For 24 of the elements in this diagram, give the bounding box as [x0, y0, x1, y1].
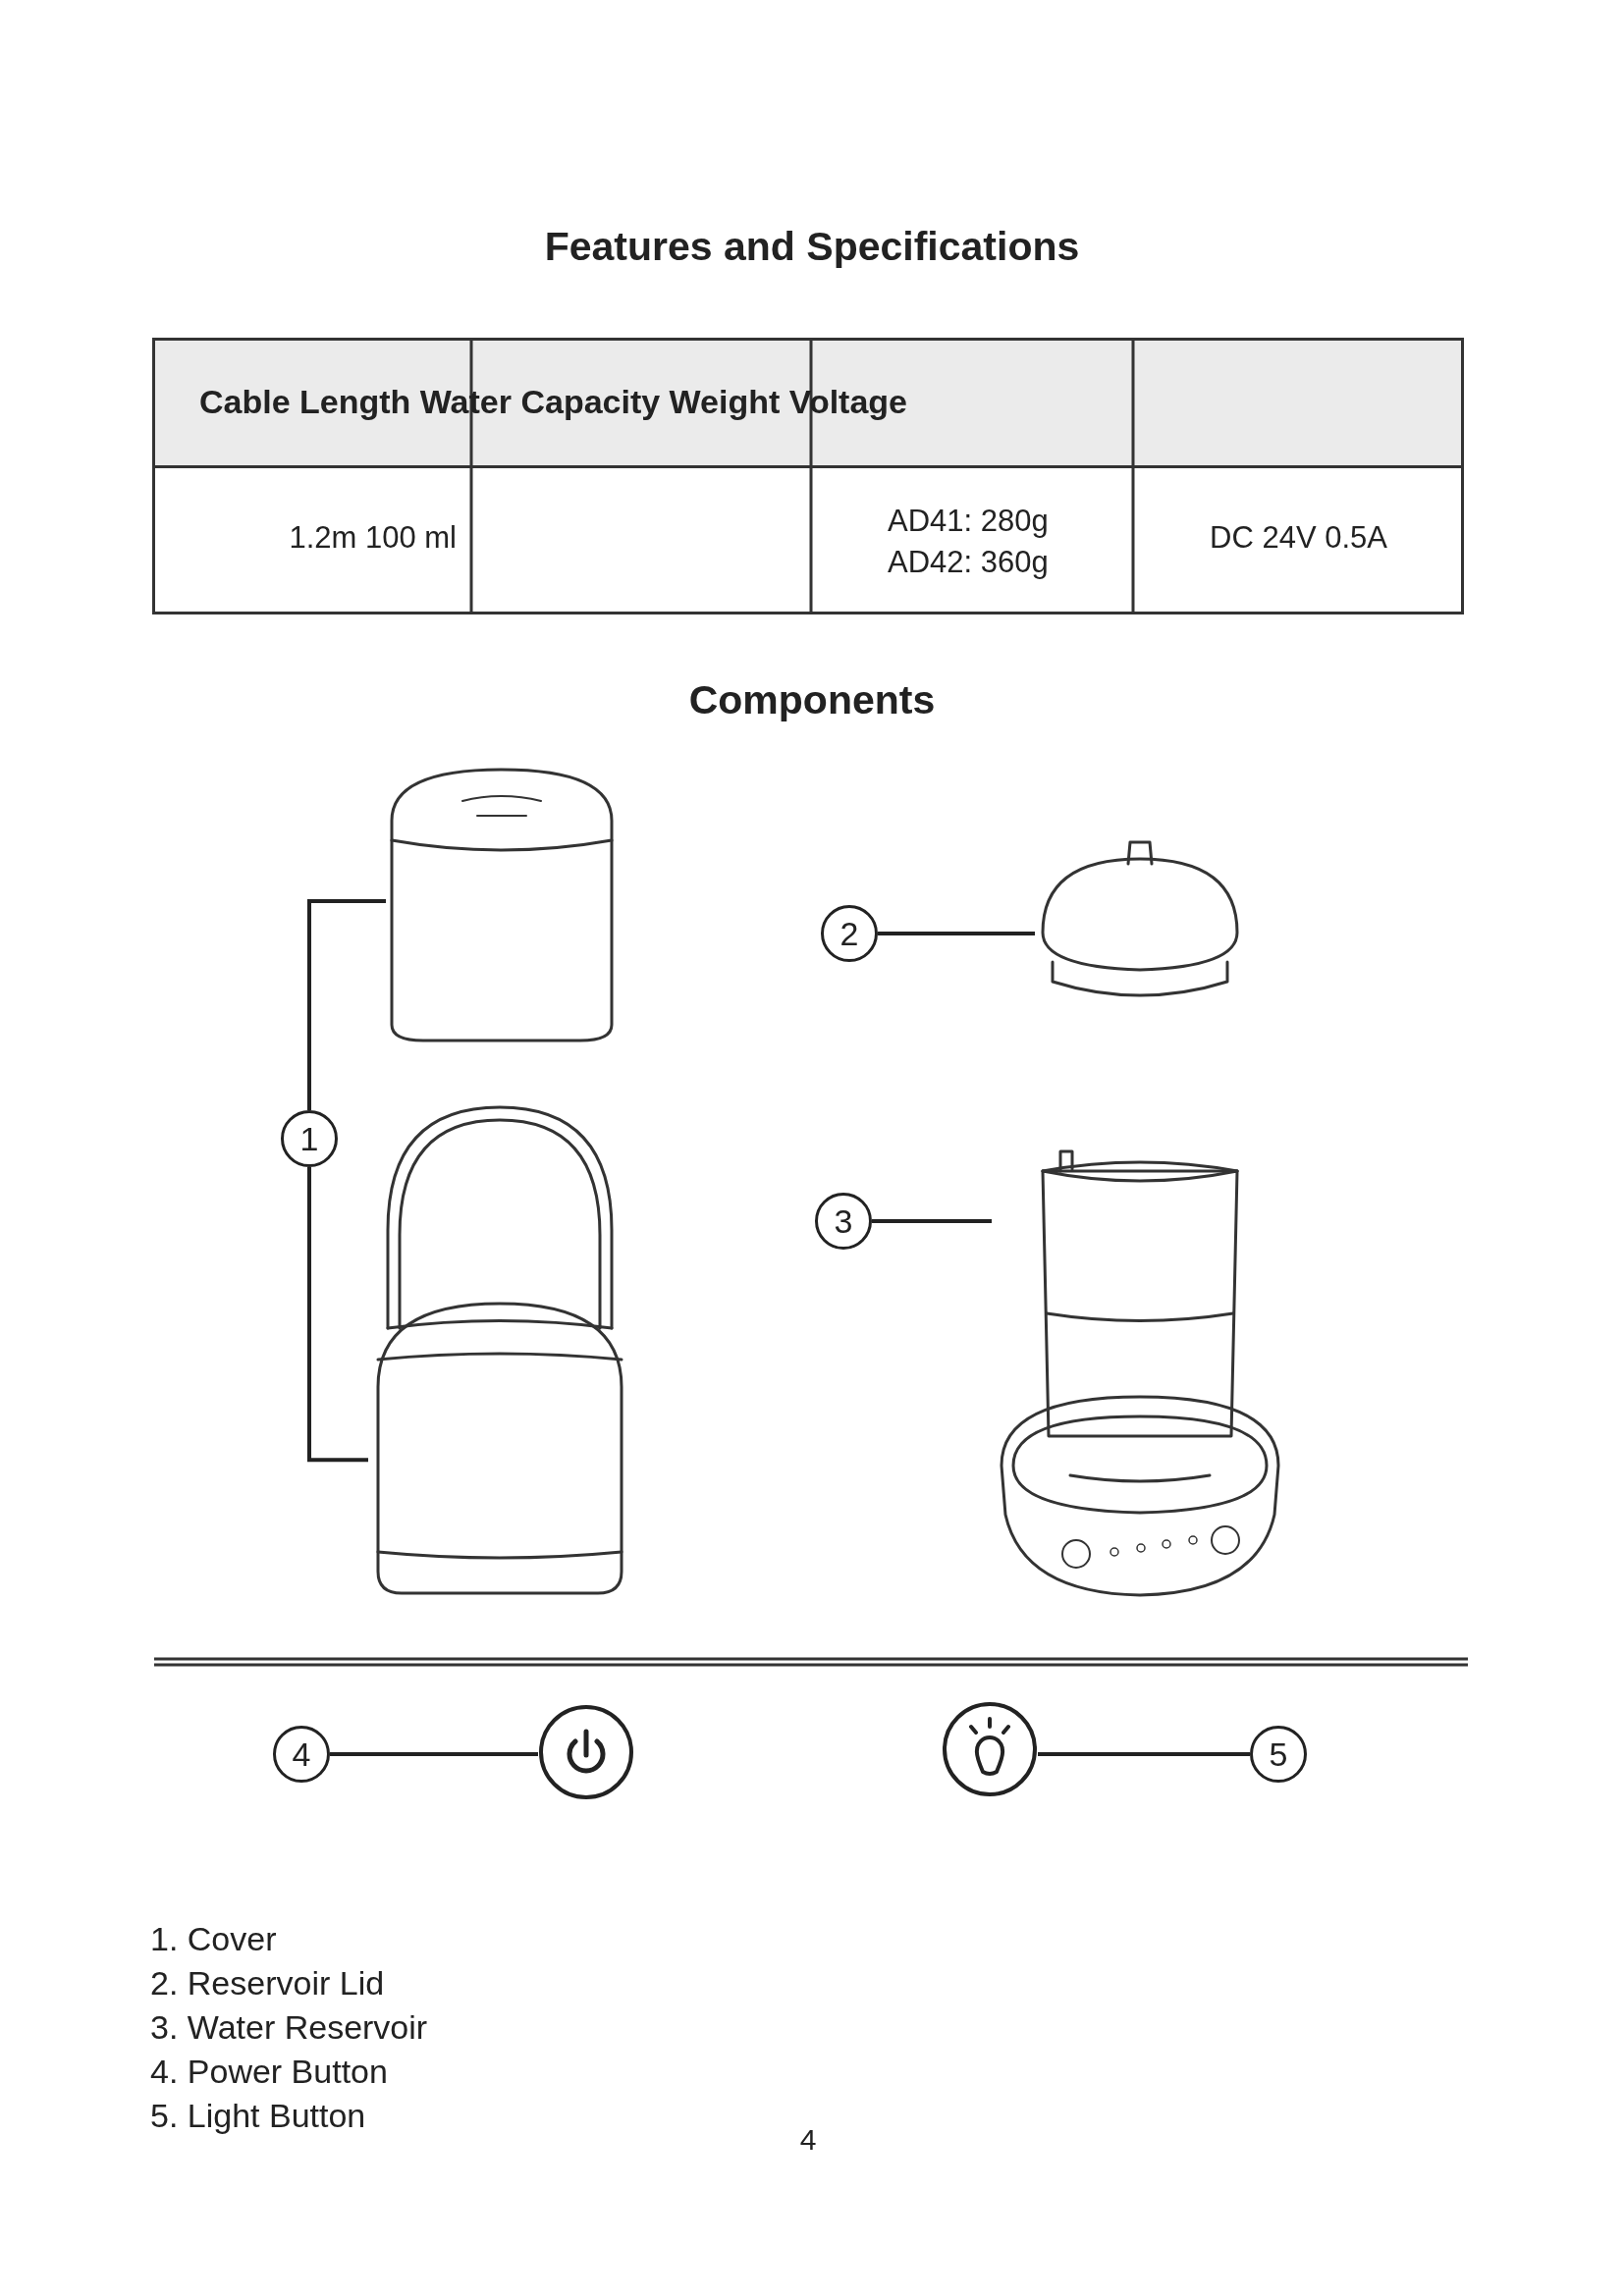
list-item: 1. Cover	[150, 1920, 277, 1958]
list-item: 3. Water Reservoir	[150, 2008, 428, 2047]
callout-number: 1	[281, 1110, 338, 1167]
page-number: 4	[798, 2123, 818, 2157]
callout-number: 5	[1250, 1726, 1307, 1783]
leader-line	[307, 1167, 368, 1463]
page-title: Features and Specifications	[543, 224, 1081, 270]
list-item: 2. Reservoir Lid	[150, 1964, 385, 2002]
callout-number: 3	[815, 1193, 872, 1250]
table-cell-text: 1.2m 100 ml	[288, 520, 457, 556]
list-item: 4. Power Button	[150, 2053, 388, 2091]
leader-line	[872, 1219, 992, 1223]
table-cell-text: AD41: 280g AD42: 360g	[888, 503, 1050, 581]
leader-line	[307, 899, 386, 1110]
leader-line	[330, 1752, 538, 1756]
lightbulb-icon	[942, 1701, 1038, 1797]
leader-line	[1038, 1752, 1250, 1756]
list-item: 5. Light Button	[150, 2097, 366, 2135]
power-icon	[538, 1704, 634, 1800]
table-cell-text: DC 24V 0.5A	[1209, 520, 1388, 556]
callout-number: 4	[273, 1726, 330, 1783]
callout-number: 2	[821, 905, 878, 962]
leader-line	[878, 932, 1035, 935]
section-heading: Components	[687, 677, 937, 723]
